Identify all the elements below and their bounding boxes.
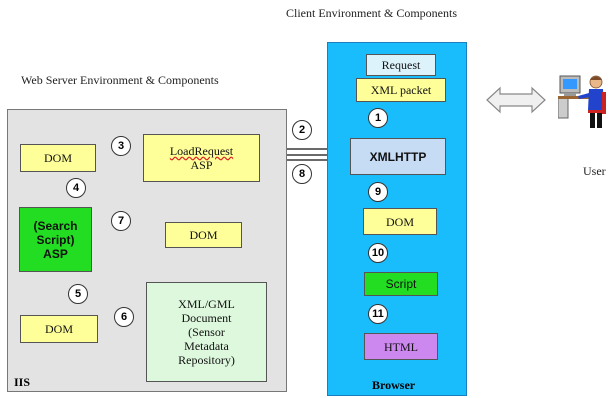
server-dom-middle-label: DOM: [189, 228, 218, 242]
browser-label: Browser: [372, 378, 416, 392]
repository-box: XML/GML Document (Sensor Metadata Reposi…: [146, 282, 267, 382]
iis-label: IIS: [14, 375, 31, 389]
search-script-line2: Script): [36, 232, 75, 247]
request-label: Request: [381, 58, 421, 72]
repo-line2: Document: [181, 311, 232, 325]
step-5-badge: 5: [68, 284, 88, 304]
server-env-title: Web Server Environment & Components: [21, 73, 219, 87]
xml-packet-box: XML packet: [356, 78, 446, 102]
browser-script-box: Script: [364, 272, 438, 296]
xmlhttp-label: XMLHTTP: [369, 149, 427, 164]
server-dom-bottom-label: DOM: [44, 322, 73, 336]
step-8-badge: 8: [292, 164, 312, 184]
server-dom-top-box: DOM: [20, 144, 96, 172]
request-box: Request: [366, 54, 436, 76]
server-dom-bottom-box: DOM: [20, 315, 98, 343]
html-label: HTML: [384, 339, 418, 354]
user-label: User: [583, 164, 606, 178]
server-dom-middle-box: DOM: [165, 222, 242, 248]
double-arrow-browser-user: [486, 86, 546, 114]
search-script-box: (Search Script) ASP: [19, 207, 92, 272]
step-2-badge: 2: [292, 120, 312, 140]
step-9-badge: 9: [368, 182, 388, 202]
step-3-badge: 3: [111, 136, 131, 156]
repo-line1: XML/GML: [178, 297, 235, 311]
step-11-badge: 11: [368, 304, 388, 324]
load-request-line2: ASP: [190, 158, 213, 172]
server-dom-top-label: DOM: [43, 151, 72, 165]
search-script-line1: (Search: [33, 218, 78, 233]
client-env-title: Client Environment & Components: [286, 6, 457, 20]
user-computer-icon: [558, 75, 606, 128]
load-request-box: LoadRequest ASP: [143, 134, 260, 182]
xml-packet-label: XML packet: [370, 83, 432, 97]
step-4-badge: 4: [66, 178, 86, 198]
step-1-badge: 1: [368, 108, 388, 128]
browser-dom-box: DOM: [363, 208, 437, 235]
repo-line3: (Sensor: [188, 325, 225, 339]
step-7-badge: 7: [111, 211, 131, 231]
xmlhttp-box: XMLHTTP: [350, 138, 446, 175]
step-10-badge: 10: [368, 243, 388, 263]
search-script-line3: ASP: [43, 246, 68, 261]
html-box: HTML: [364, 333, 438, 360]
load-request-line1: LoadRequest: [169, 144, 234, 158]
browser-script-label: Script: [385, 277, 417, 291]
browser-dom-label: DOM: [385, 214, 414, 229]
repo-line5: Repository): [178, 353, 235, 367]
repo-line4: Metadata: [184, 339, 229, 353]
step-6-badge: 6: [114, 307, 134, 327]
